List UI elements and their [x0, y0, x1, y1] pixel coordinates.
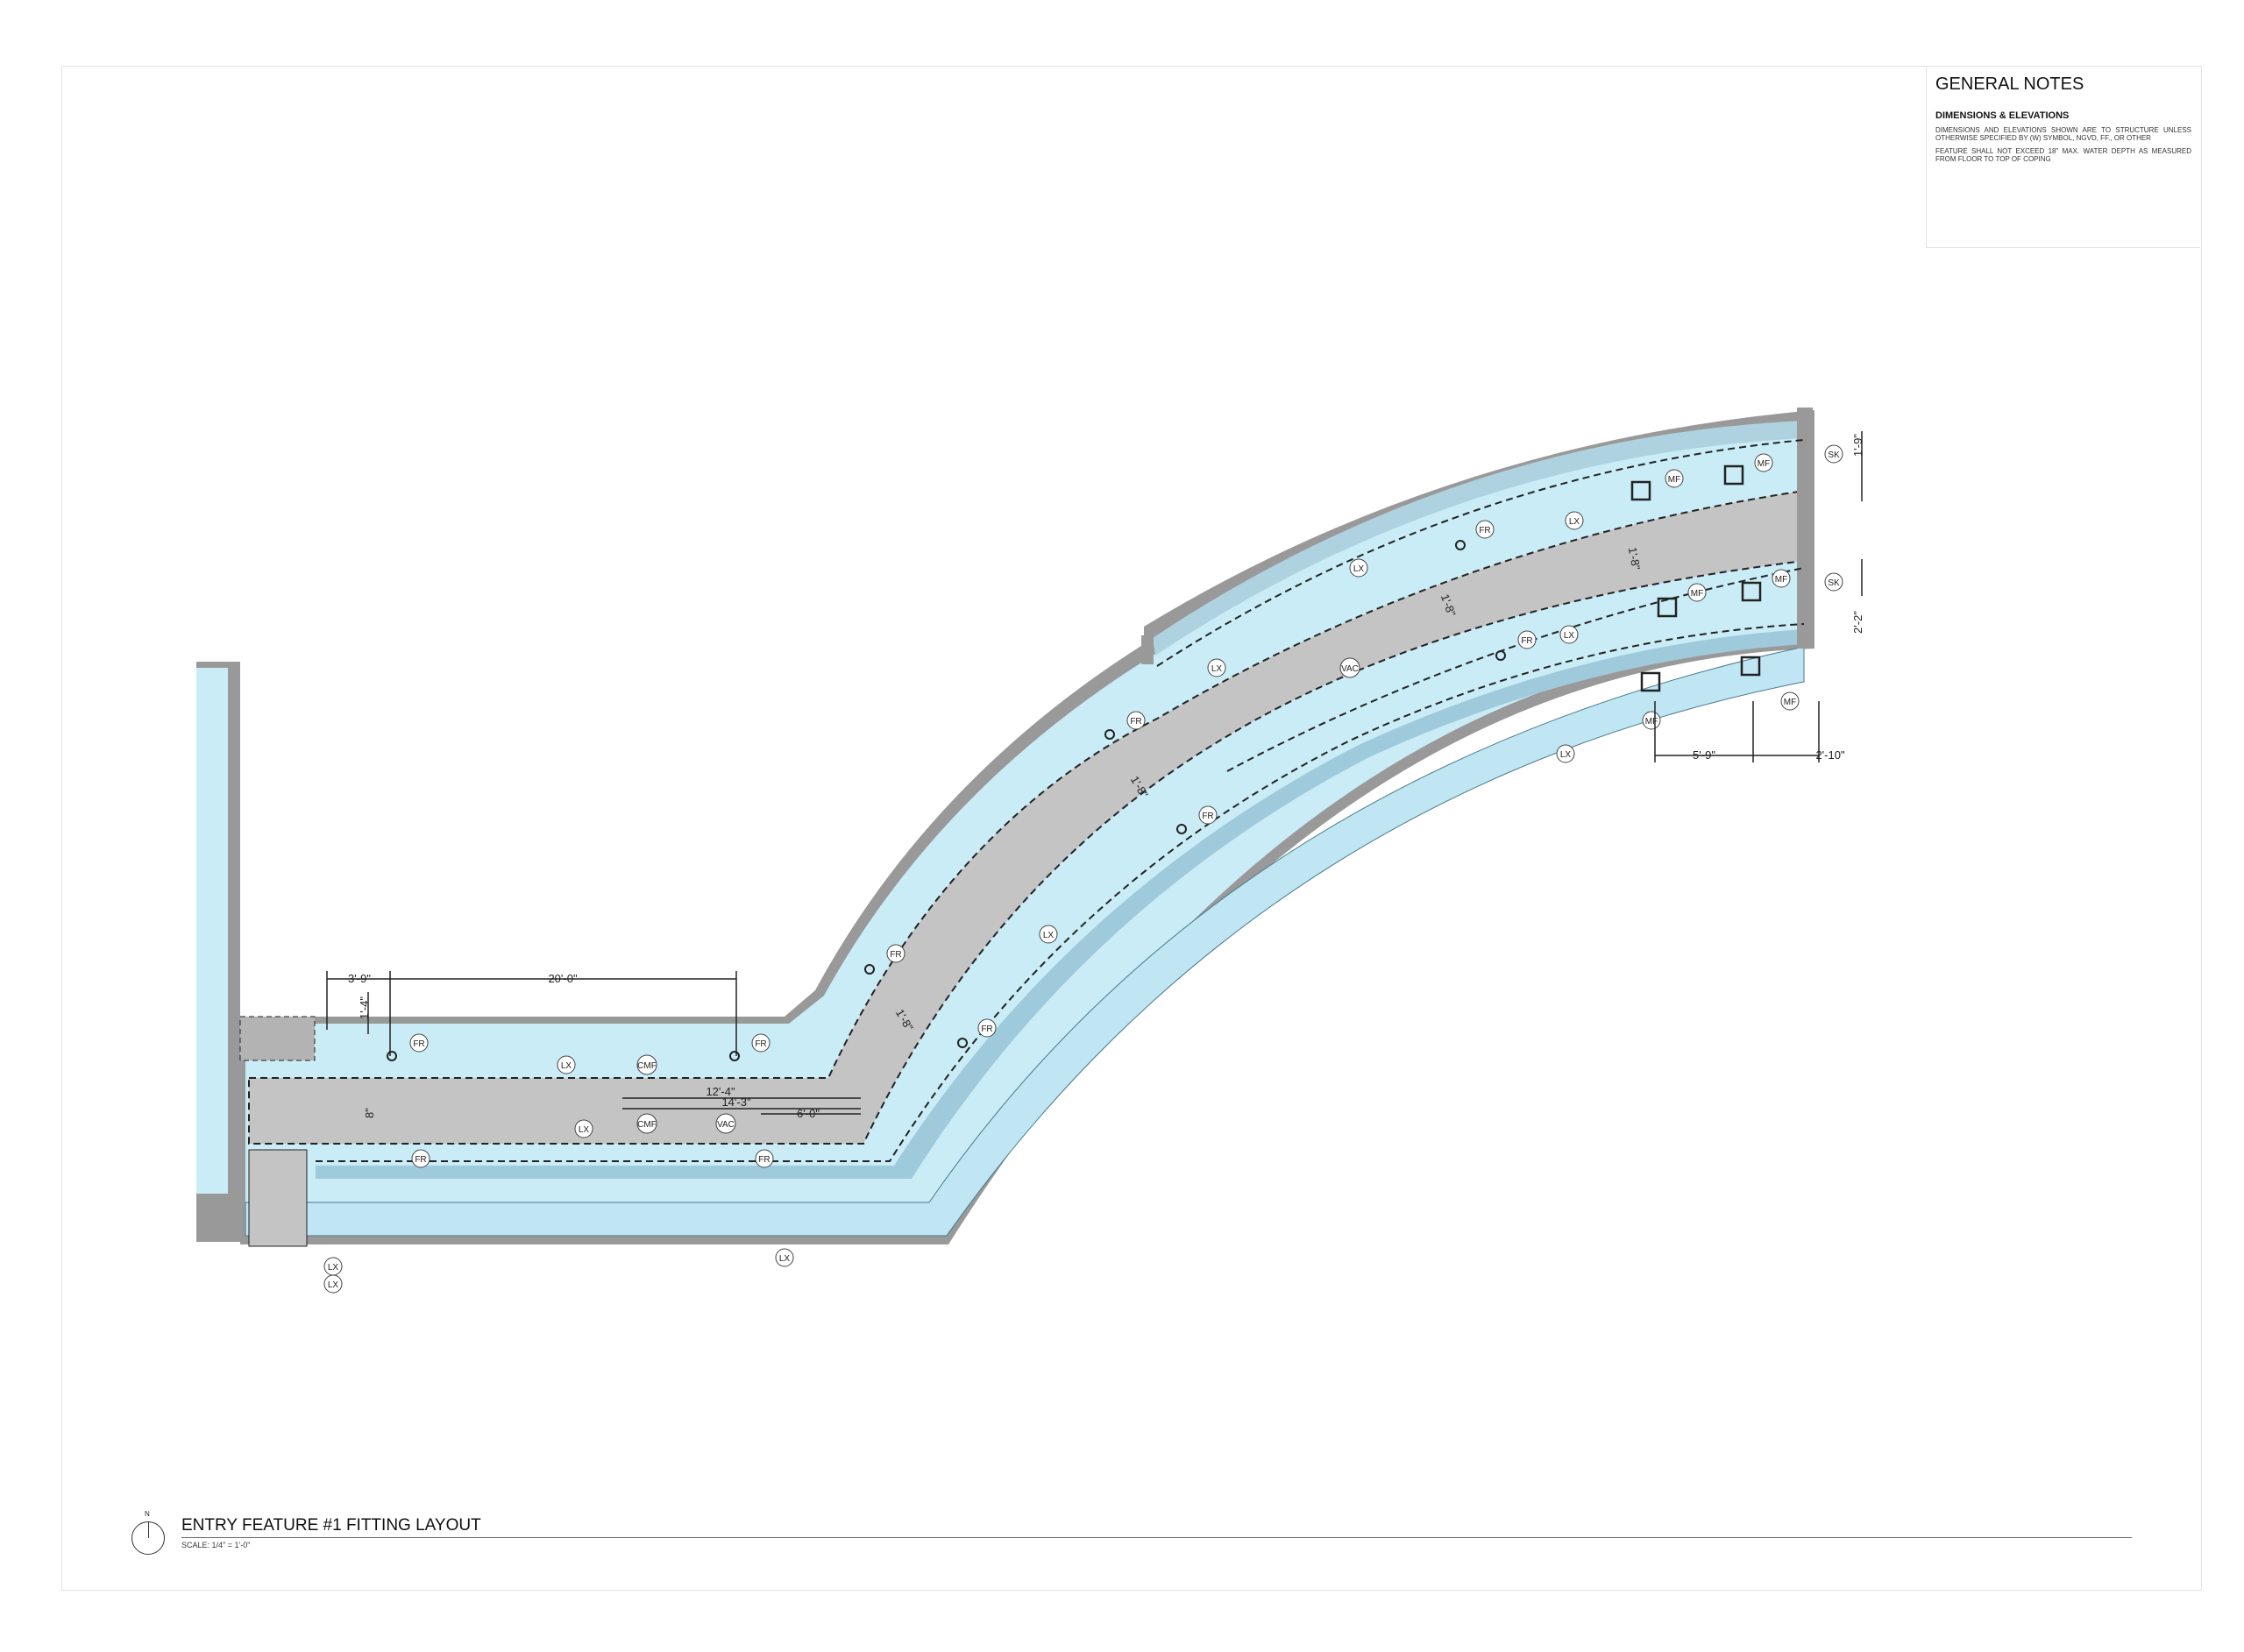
- svg-text:MF: MF: [1775, 575, 1787, 585]
- svg-text:LX: LX: [1560, 750, 1572, 760]
- svg-text:LX: LX: [1564, 631, 1575, 641]
- svg-text:SK: SK: [1828, 578, 1840, 588]
- lx-tags: LX LX LX LX LX LX LX LX LX LX LX: [323, 511, 1584, 1294]
- svg-text:1'-4": 1'-4": [358, 996, 371, 1019]
- svg-text:FR: FR: [1202, 812, 1213, 821]
- fittings-fr: [387, 540, 1506, 1061]
- svg-text:FR: FR: [890, 950, 901, 960]
- left-basin: [196, 662, 240, 1242]
- svg-text:LX: LX: [328, 1280, 339, 1290]
- svg-text:MF: MF: [1691, 589, 1703, 599]
- dimension-labels: 3'-9" 20'-0" 1'-4" 12'-4" 14'-3" 6'-0" 8…: [348, 434, 1864, 1120]
- dimension-lines: [326, 431, 1863, 1115]
- svg-text:6'-0": 6'-0": [797, 1107, 820, 1120]
- left-block-lower: [248, 1149, 308, 1247]
- general-notes-title: GENERAL NOTES: [1935, 74, 2084, 94]
- svg-text:1'-9": 1'-9": [1851, 434, 1864, 457]
- mf-tags: MF MF MF MF MF MF: [1642, 453, 1800, 730]
- svg-text:MF: MF: [1645, 717, 1658, 727]
- svg-text:12'-4": 12'-4": [706, 1085, 735, 1098]
- svg-text:8": 8": [363, 1108, 376, 1118]
- svg-text:CMF: CMF: [637, 1061, 657, 1071]
- svg-text:SK: SK: [1828, 450, 1840, 460]
- svg-text:2'-2": 2'-2": [1851, 611, 1864, 634]
- svg-text:FR: FR: [1479, 526, 1490, 535]
- svg-text:14'-3": 14'-3": [721, 1095, 751, 1109]
- notes-paragraph-2: FEATURE SHALL NOT EXCEED 18" MAX. WATER …: [1935, 147, 2191, 163]
- svg-text:2'-10": 2'-10": [1815, 748, 1845, 762]
- bottom-hatched-band: [245, 646, 1805, 1237]
- svg-text:VAC: VAC: [717, 1120, 735, 1130]
- drawing-sheet-border: [61, 66, 2202, 1591]
- svg-text:FR: FR: [758, 1155, 770, 1165]
- drawing-title: ENTRY FEATURE #1 FITTING LAYOUT: [181, 1516, 481, 1535]
- svg-text:LX: LX: [1353, 564, 1365, 574]
- north-arrow-icon: [131, 1521, 165, 1555]
- svg-text:LX: LX: [1043, 931, 1055, 940]
- dashed-line-2: [1226, 567, 1805, 772]
- north-label: N: [145, 1510, 150, 1518]
- svg-text:FR: FR: [1130, 717, 1141, 727]
- title-underline: [181, 1537, 2132, 1538]
- svg-text:LX: LX: [779, 1254, 791, 1264]
- svg-text:LX: LX: [1211, 664, 1223, 674]
- svg-text:MF: MF: [1668, 475, 1680, 485]
- general-notes-block: GENERAL NOTES DIMENSIONS & ELEVATIONS DI…: [1926, 66, 2200, 248]
- svg-text:20'-0": 20'-0": [548, 972, 578, 985]
- cmf-tags: CMF CMF: [636, 1054, 657, 1134]
- svg-text:3'-9": 3'-9": [348, 972, 371, 985]
- svg-text:FR: FR: [415, 1155, 426, 1165]
- notes-subtitle: DIMENSIONS & ELEVATIONS: [1935, 110, 2070, 121]
- svg-text:FR: FR: [981, 1025, 992, 1034]
- vac-tags: VAC VAC: [715, 657, 1360, 1134]
- svg-text:CMF: CMF: [637, 1120, 657, 1130]
- wall-step: [1141, 635, 1154, 664]
- right-end-wall: [1797, 408, 1813, 649]
- svg-text:1'-8": 1'-8": [1626, 546, 1643, 571]
- drawing-scale: SCALE: 1/4" = 1'-0": [181, 1541, 251, 1549]
- svg-text:VAC: VAC: [1341, 664, 1359, 674]
- left-water: [196, 668, 228, 1194]
- svg-text:5'-9": 5'-9": [1693, 748, 1715, 762]
- svg-text:FR: FR: [755, 1039, 766, 1049]
- svg-text:LX: LX: [561, 1061, 572, 1071]
- north-needle: [148, 1522, 149, 1538]
- svg-text:MF: MF: [1758, 459, 1770, 469]
- svg-text:LX: LX: [328, 1263, 339, 1273]
- fittings-mf: [1630, 464, 1762, 692]
- svg-text:FR: FR: [1521, 636, 1532, 646]
- svg-text:LX: LX: [579, 1125, 590, 1135]
- dashed-line-1: [1156, 439, 1805, 667]
- notes-paragraph-1: DIMENSIONS AND ELEVATIONS SHOWN ARE TO S…: [1935, 126, 2191, 142]
- svg-text:MF: MF: [1784, 698, 1796, 707]
- left-block-upper: [239, 1016, 316, 1061]
- svg-text:LX: LX: [1569, 517, 1580, 527]
- sk-tags: SK SK: [1824, 444, 1843, 592]
- fr-tags: FR FR FR FR FR FR FR FR FR FR: [409, 520, 1537, 1168]
- svg-text:FR: FR: [413, 1039, 424, 1049]
